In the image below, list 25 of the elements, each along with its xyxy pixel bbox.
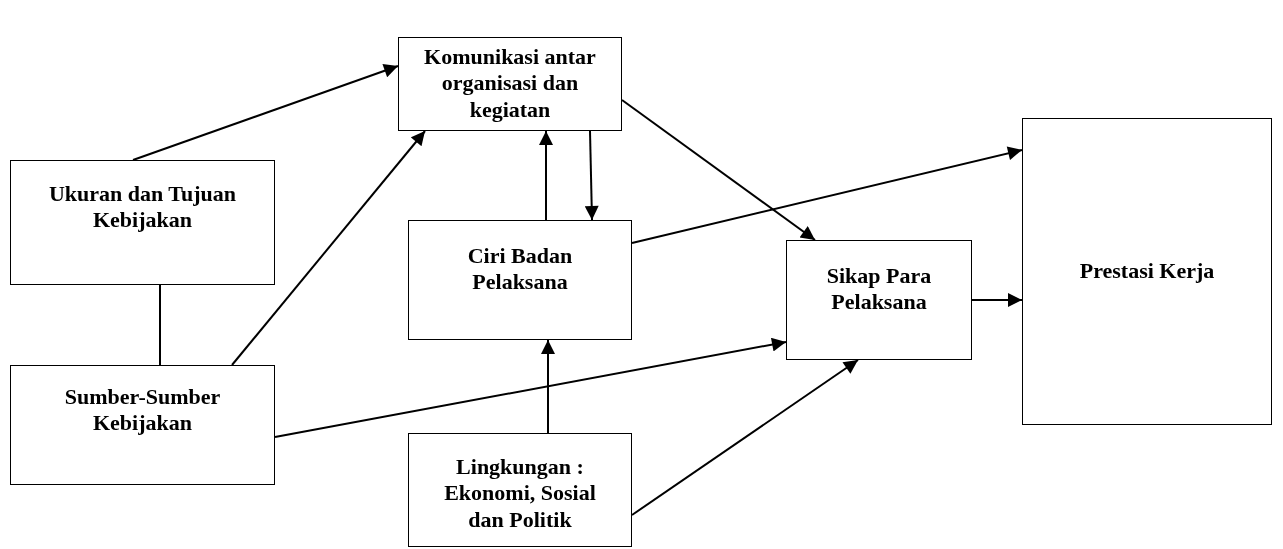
node-label: Ciri Badan Pelaksana [466,243,574,296]
text-box [408,220,632,340]
arrow [631,146,1023,244]
node-label: Prestasi Kerja [1079,258,1215,285]
arrow [541,339,555,434]
node-label: Komunikasi antar organisasi dan kegiatan [423,44,597,124]
text-box [786,240,972,360]
node-label: Lingkungan : Ekonomi, Sosial dan Politik [443,454,597,534]
arrow [274,337,787,438]
node-label: Sumber-Sumber Kebijakan [63,384,222,437]
text-box [408,433,632,547]
arrow [584,130,599,221]
text-box [10,160,275,285]
node-label: Sikap Para Pelaksana [825,263,933,316]
arrow [231,130,426,366]
text-box [1022,118,1272,425]
arrow [971,293,1023,307]
connector-line [159,284,161,366]
arrow [621,99,816,241]
arrow [631,359,859,516]
text-box [10,365,275,485]
node-label: Ukuran dan Tujuan Kebijakan [47,181,238,234]
arrow [132,64,399,161]
text-box [398,37,622,131]
arrow [539,130,553,221]
